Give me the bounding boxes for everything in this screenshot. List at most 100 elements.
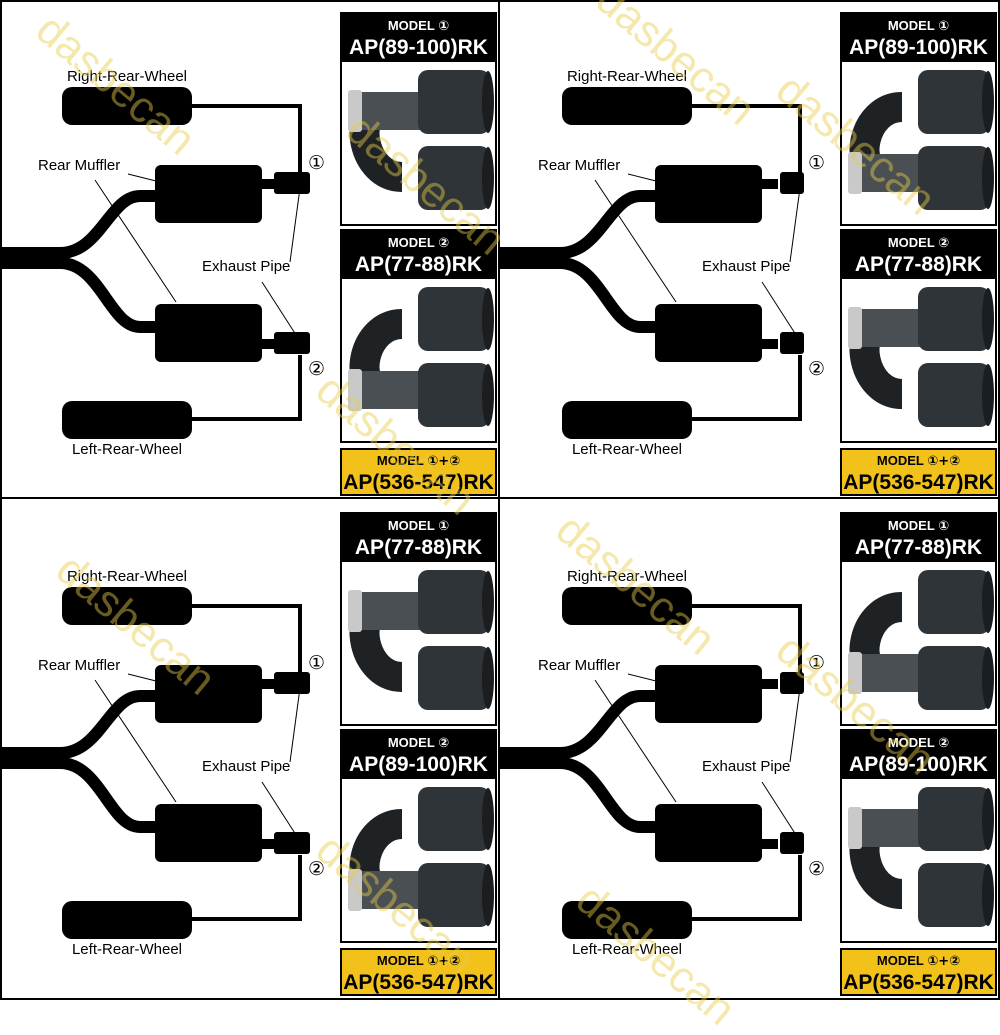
rear-muffler-leader-2 [594, 179, 677, 303]
tip-inlet-flange [848, 652, 862, 694]
model-2-code: AP(77-88)RK [854, 253, 983, 276]
tip-upper-barrel [418, 287, 490, 351]
model-1-number: ① [938, 519, 950, 534]
exhaust-tip-1 [780, 172, 804, 194]
combo-model-prefix: MODEL [876, 953, 928, 968]
tip-lower-mouth [982, 364, 994, 426]
tip-upper-barrel [918, 287, 990, 351]
tip-inlet-pipe [854, 654, 924, 692]
tip-upper-mouth [982, 71, 994, 133]
exhaust-pipe-leader-2 [261, 781, 299, 839]
left-wheel-line [192, 355, 302, 421]
model-1-number: ① [938, 19, 950, 34]
model-2-number: ② [938, 736, 950, 751]
exhaust-pipe-leader-1 [789, 187, 801, 263]
tip-upper-mouth [982, 288, 994, 350]
tip-lower-mouth [982, 864, 994, 926]
tip-lower-barrel [918, 146, 990, 210]
combo-model-code: AP(536-547)RK [843, 471, 994, 494]
tip-lower-barrel [418, 363, 490, 427]
tip-inlet-pipe [354, 371, 424, 409]
rear-muffler-leader-1 [127, 673, 161, 683]
model-1-code: AP(89-100)RK [349, 36, 488, 59]
left-rear-wheel-shape [62, 901, 192, 939]
rear-muffler-leader-1 [127, 173, 161, 183]
rear-muffler-leader-2 [594, 679, 677, 803]
model-2-number: ② [438, 236, 450, 251]
exhaust-tip-1 [780, 672, 804, 694]
tip-lower-barrel [918, 863, 990, 927]
tip-lower-mouth [482, 364, 494, 426]
model-2-number: ② [438, 736, 450, 751]
rear-muffler-lower [155, 804, 262, 862]
model-1-exhaust-tip-image [342, 562, 495, 724]
exhaust-pipe-label: Exhaust Pipe [702, 758, 790, 775]
model-2-panel: MODEL ② AP(77-88)RK [840, 229, 997, 443]
rear-muffler-leader-2 [94, 179, 177, 303]
rear-muffler-lower [155, 304, 262, 362]
exhaust-pipe-label: Exhaust Pipe [202, 758, 290, 775]
tip-upper-mouth [482, 788, 494, 850]
right-rear-wheel-label: Right-Rear-Wheel [567, 568, 687, 585]
tip-inlet-flange [348, 90, 362, 132]
rear-muffler-label: Rear Muffler [538, 157, 620, 174]
combo-model-panel: MODEL ①+② AP(536-547)RK [340, 448, 497, 496]
right-rear-wheel-label: Right-Rear-Wheel [67, 568, 187, 585]
quadrant-bottom-left: Right-Rear-Wheel Left-Rear-Wheel Rear Mu… [0, 500, 500, 1000]
horizontal-divider [0, 497, 1000, 499]
exhaust-tip-2 [780, 832, 804, 854]
model-1-panel: MODEL ① AP(77-88)RK [340, 512, 497, 726]
tip-upper-barrel [918, 570, 990, 634]
port-2-marker: ② [308, 358, 325, 380]
exhaust-pipe-leader-2 [761, 281, 799, 339]
model-2-exhaust-tip-image [342, 279, 495, 441]
exhaust-pipe-leader-1 [289, 187, 301, 263]
model-2-number: ② [938, 236, 950, 251]
tip-upper-barrel [418, 570, 490, 634]
model-1-number: ① [438, 519, 450, 534]
right-rear-wheel-shape [562, 587, 692, 625]
model-1-prefix: MODEL [887, 518, 939, 533]
port-2-marker: ② [808, 858, 825, 880]
model-2-code: AP(89-100)RK [849, 753, 988, 776]
model-1-code: AP(77-88)RK [354, 536, 483, 559]
model-1-prefix: MODEL [387, 518, 439, 533]
tip-inlet-flange [348, 590, 362, 632]
quadrant-bottom-right: Right-Rear-Wheel Left-Rear-Wheel Rear Mu… [500, 500, 1000, 1000]
model-2-panel: MODEL ② AP(89-100)RK [840, 729, 997, 943]
combo-model-code: AP(536-547)RK [843, 971, 994, 994]
exhaust-tip-2 [780, 332, 804, 354]
tip-upper-barrel [918, 787, 990, 851]
tip-lower-barrel [918, 363, 990, 427]
tip-inlet-pipe [354, 871, 424, 909]
upper-intake-pipe [500, 690, 658, 759]
tip-inlet-pipe [354, 592, 424, 630]
port-1-marker: ① [308, 652, 325, 674]
tip-inlet-flange [848, 807, 862, 849]
tip-inlet-flange [848, 307, 862, 349]
upper-intake-pipe [500, 190, 658, 259]
combo-model-code: AP(536-547)RK [343, 471, 494, 494]
tip-lower-mouth [982, 647, 994, 709]
rear-muffler-lower [655, 304, 762, 362]
model-2-code: AP(77-88)RK [354, 253, 483, 276]
lower-intake-pipe [500, 757, 658, 833]
exhaust-pipe-label: Exhaust Pipe [202, 258, 290, 275]
right-rear-wheel-shape [62, 587, 192, 625]
port-1-marker: ① [808, 652, 825, 674]
model-2-exhaust-tip-image [342, 779, 495, 941]
right-rear-wheel-shape [62, 87, 192, 125]
right-wheel-line [192, 104, 302, 174]
port-1-marker: ① [808, 152, 825, 174]
tip-inlet-flange [348, 369, 362, 411]
exhaust-routing-diagram: Right-Rear-Wheel Left-Rear-Wheel Rear Mu… [0, 568, 325, 958]
port-2-marker: ② [308, 858, 325, 880]
right-rear-wheel-label: Right-Rear-Wheel [67, 68, 187, 85]
upper-intake-pipe [0, 190, 158, 259]
rear-muffler-label: Rear Muffler [38, 157, 120, 174]
model-2-panel: MODEL ② AP(89-100)RK [340, 729, 497, 943]
combo-model-prefix: MODEL [376, 453, 428, 468]
model-1-prefix: MODEL [887, 18, 939, 33]
left-wheel-line [692, 355, 802, 421]
left-rear-wheel-shape [562, 401, 692, 439]
